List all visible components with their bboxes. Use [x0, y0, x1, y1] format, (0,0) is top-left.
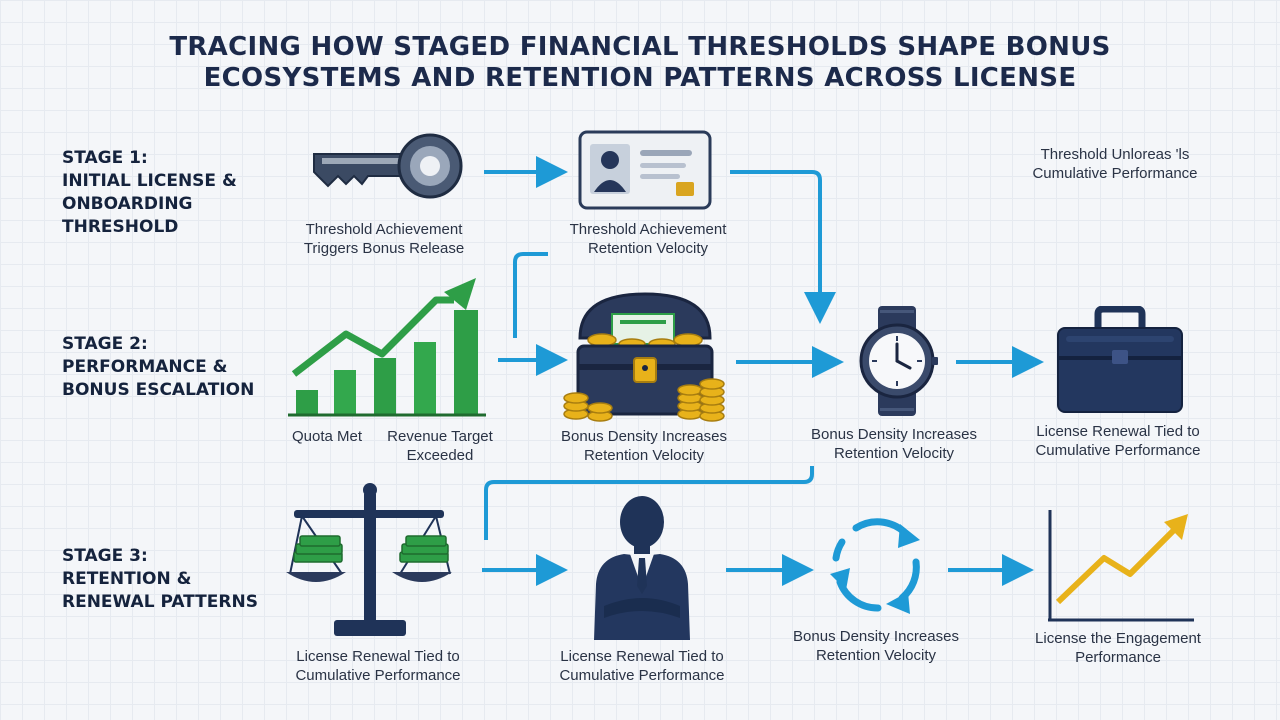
key-icon [313, 133, 463, 199]
caption-line: Retention Velocity [833, 445, 955, 462]
caption-quota: Quota Met [282, 427, 372, 446]
caption-line: Retention Velocity [583, 447, 705, 464]
caption-line: License Renewal Tied to [296, 648, 460, 665]
caption-line: License Renewal Tied to [560, 648, 724, 665]
caption-person: License Renewal Tied to Cumulative Perfo… [540, 647, 744, 685]
arrow-card-to-watch [730, 170, 836, 324]
id-card-icon [578, 130, 712, 210]
caption-line: Cumulative Performance [295, 667, 461, 684]
stage-1-label: STAGE 1: INITIAL LICENSE & ONBOARDING TH… [62, 147, 237, 239]
stage-2-label: STAGE 2: PERFORMANCE & BONUS ESCALATION [62, 333, 254, 402]
title-line-2: ECOSYSTEMS AND RETENTION PATTERNS ACROSS… [203, 63, 1077, 93]
stage-3-line: STAGE 3: [62, 546, 148, 566]
arrow-watch-to-stage3 [484, 466, 814, 540]
caption-line: Retention Velocity [587, 240, 709, 257]
growth-chart-icon [288, 278, 486, 417]
caption-line: Cumulative Performance [1035, 442, 1201, 459]
stage-3-label: STAGE 3: RETENTION & RENEWAL PATTERNS [62, 545, 258, 614]
caption-line: Performance [1075, 649, 1161, 666]
treasure-chest-icon [563, 292, 725, 422]
caption-line: Bonus Density Increases [811, 426, 977, 443]
caption-top-right: Threshold Unloreas 'ls Cumulative Perfor… [1012, 145, 1218, 183]
caption-line: Bonus Density Increases [561, 428, 727, 445]
balance-scale-icon [286, 483, 452, 636]
stage-3-line: RETENTION & [62, 569, 192, 589]
wristwatch-icon [859, 306, 938, 416]
caption-scale: License Renewal Tied to Cumulative Perfo… [276, 647, 480, 685]
caption-line: Quota Met [291, 428, 363, 445]
caption-line: Threshold Achievement [305, 221, 463, 238]
caption-chest: Bonus Density Increases Retention Veloci… [546, 427, 742, 465]
page-title: TRACING HOW STAGED FINANCIAL THRESHOLDS … [0, 32, 1280, 94]
businessman-icon [594, 496, 690, 640]
arrow-connector-up [513, 252, 548, 338]
caption-line: Revenue Target [387, 428, 493, 445]
caption-cycle: Bonus Density Increases Retention Veloci… [778, 627, 974, 665]
briefcase-icon [1057, 306, 1183, 413]
caption-line: Threshold Achievement [569, 221, 727, 238]
title-line-1: TRACING HOW STAGED FINANCIAL THRESHOLDS … [169, 32, 1111, 62]
caption-trend: License the Engagement Performance [1016, 629, 1220, 667]
caption-line: Bonus Density Increases [793, 628, 959, 645]
caption-line: Threshold Unloreas 'ls [1040, 146, 1190, 163]
stage-1-line: THRESHOLD [62, 217, 179, 237]
caption-line: License Renewal Tied to [1036, 423, 1200, 440]
caption-key: Threshold Achievement Triggers Bonus Rel… [284, 220, 484, 258]
caption-id-card: Threshold Achievement Retention Velocity [548, 220, 748, 258]
caption-line: Cumulative Performance [1032, 165, 1198, 182]
stage-1-line: ONBOARDING [62, 194, 193, 214]
trend-line-icon [1048, 510, 1194, 622]
stage-2-line: PERFORMANCE & [62, 357, 228, 377]
stage-1-line: INITIAL LICENSE & [62, 171, 237, 191]
caption-line: License the Engagement [1035, 630, 1201, 647]
cycle-arrows-icon [830, 518, 920, 614]
stage-3-line: RENEWAL PATTERNS [62, 592, 258, 612]
caption-line: Cumulative Performance [559, 667, 725, 684]
stage-2-line: STAGE 2: [62, 334, 148, 354]
caption-briefcase: License Renewal Tied to Cumulative Perfo… [1016, 422, 1220, 460]
stage-1-line: STAGE 1: [62, 148, 148, 168]
stage-2-line: BONUS ESCALATION [62, 380, 255, 400]
caption-revenue: Revenue Target Exceeded [374, 427, 506, 465]
caption-line: Retention Velocity [815, 647, 937, 664]
caption-line: Triggers Bonus Release [303, 240, 465, 257]
caption-line: Exceeded [406, 447, 474, 464]
caption-watch: Bonus Density Increases Retention Veloci… [796, 425, 992, 463]
